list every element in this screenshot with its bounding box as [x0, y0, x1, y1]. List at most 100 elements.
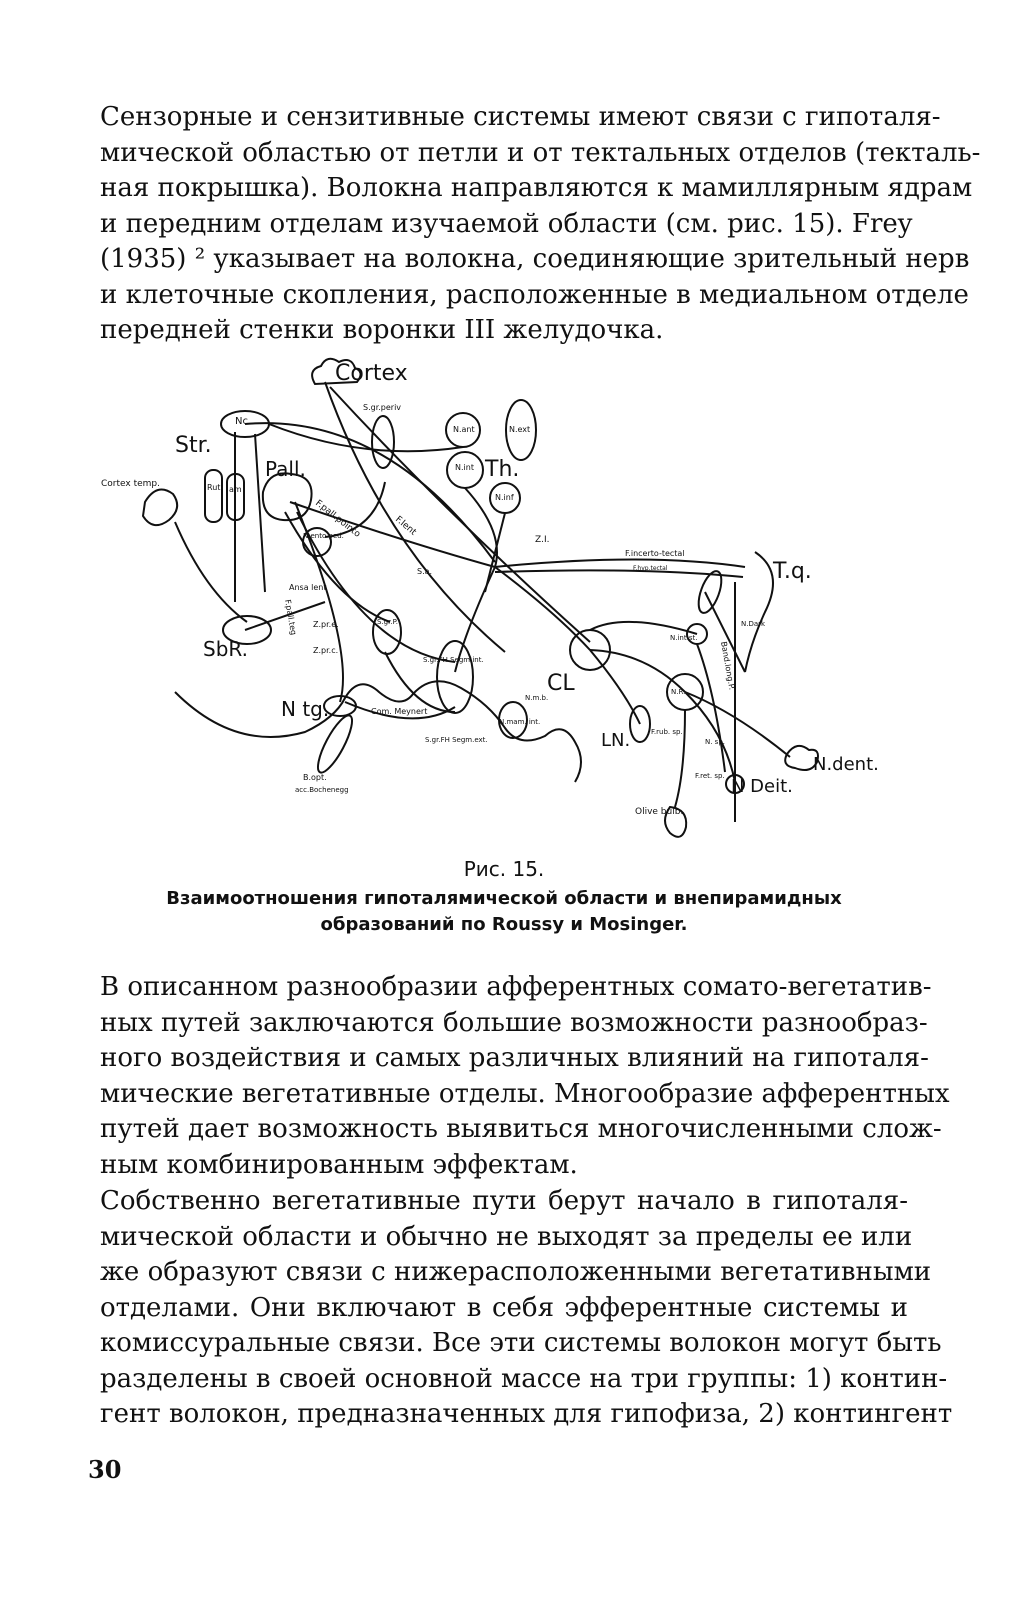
text-line: путей дает возможность выявиться многочи… [100, 1114, 942, 1144]
text-line: Собственно вегетативные пути берут начал… [100, 1186, 908, 1216]
pathway-line [484, 512, 506, 593]
tq-bracket [744, 551, 774, 673]
cortex-temp-shape [141, 488, 179, 527]
label-tq: T.q. [772, 559, 812, 584]
pathway-line [464, 487, 498, 568]
text-line: же образуют связи с нижерасположенными в… [100, 1257, 932, 1287]
pathway-line [684, 691, 736, 783]
pathway-line [244, 601, 326, 631]
label-am: am [229, 485, 242, 494]
tq-oval-shape [697, 570, 723, 614]
label-f-ret-sp: F.ret. sp. [695, 772, 725, 780]
pathway-line [296, 511, 456, 663]
label-th: Th. [484, 457, 519, 482]
text-line: ным комбинированным эффектам. [100, 1149, 578, 1180]
figure-caption-title: Рис. 15. [463, 857, 545, 881]
text-line: разделены в своей основной массе на три … [100, 1363, 948, 1394]
pathway-line [589, 620, 698, 635]
label-f-hyp-tectal: F.hyp.tectal [633, 565, 668, 572]
pall-shape [261, 472, 313, 522]
text-line: и клеточные скопления, расположенные в м… [100, 279, 969, 310]
text-line: мической области и обычно не выходят за … [100, 1221, 913, 1252]
paragraph-3: Собственно вегетативные пути берут начал… [100, 1184, 953, 1433]
label-sgr-periv: S.gr.periv [363, 403, 401, 412]
text-line: В описанном разнообразии афферентных сом… [100, 972, 932, 1002]
text-line: комиссуральные связи. Все эти системы во… [100, 1328, 942, 1358]
brain-pathways-diagram: Cortex Str. Cortex temp. Rut am Pall. Nc… [101, 357, 879, 838]
ln-shape [629, 705, 651, 743]
text-line: гент волокон, предназначенных для гипофи… [100, 1399, 953, 1429]
sbr-shape [222, 615, 272, 645]
label-ln: LN. [601, 730, 630, 751]
next-shape [505, 399, 537, 461]
label-str: Str. [175, 433, 212, 458]
pathway-line [268, 423, 464, 453]
label-n-darsk: N.Dark [741, 620, 766, 628]
label-sgr-fh: S.gr.FH Segm.int. [423, 656, 484, 664]
pathway-line [284, 511, 391, 623]
pathway-line [174, 521, 248, 623]
pathway-line [324, 481, 386, 538]
label-ansa-lent: Ansa lent [289, 583, 327, 592]
paragraph-2: В описанном разнообразии афферентных сом… [100, 970, 950, 1183]
pathway-line [454, 566, 496, 673]
label-n-deit: N Deit. [731, 776, 793, 797]
n-dent-shape [784, 744, 819, 771]
text-line: мической областью от петли и от тектальн… [100, 137, 981, 168]
label-ntg: N tg. [281, 697, 329, 721]
label-nint: N.int [455, 463, 474, 472]
label-cortex-temp: Cortex temp. [101, 479, 160, 489]
text-line: мические вегетативные отделы. Многообраз… [100, 1078, 950, 1109]
label-com-meynert: Com. Meynert [371, 707, 427, 716]
label-zi: Z.I. [535, 535, 550, 545]
label-zpr-e: Z.pr.e. [313, 620, 339, 629]
label-nant: N.ant [453, 425, 475, 434]
b-opt-shape [317, 714, 353, 774]
label-next: N.ext [509, 425, 530, 434]
figure-diagram: Cortex Str. Cortex temp. Rut am Pall. Nc… [85, 352, 895, 852]
text-line: ных путей заключаются большие возможност… [100, 1007, 928, 1038]
pathway-line [684, 691, 791, 758]
label-fr-ret-sp: F.rub. sp. [651, 728, 683, 736]
text-line: (1935) ² указывает на волокна, соединяющ… [100, 244, 970, 274]
label-rut: Rut [207, 483, 220, 492]
text-line: ного воздействия и самых различных влиян… [100, 1043, 929, 1073]
pathway-line [494, 566, 591, 651]
label-cortex: Cortex [335, 361, 408, 386]
sgr-periv-shape [371, 415, 395, 469]
label-nc: Nc [235, 416, 248, 427]
label-acc-bochenegg: acc.Bochenegg [295, 786, 349, 794]
text-line: и передним отделам изучаемой области (см… [100, 208, 913, 239]
text-line: Сензорные и сензитивные системы имеют св… [100, 102, 941, 132]
figure-caption: Взаимоотношения гипоталямической области… [100, 886, 908, 938]
pathway-line [244, 422, 496, 563]
cortex-shape [311, 357, 362, 386]
sgr-fh-shape [436, 640, 474, 714]
label-ninf: N.inf [495, 493, 514, 502]
label-sgrp: S.gr.P. [377, 618, 398, 626]
pathway-line [589, 649, 641, 725]
label-sbr: SbR. [203, 637, 248, 661]
paragraph-1: Сензорные и сензитивные системы имеют св… [100, 100, 981, 349]
label-n-mam-int: N.mam. int. [499, 718, 540, 726]
brain-outline [174, 680, 582, 783]
label-sa: S.a. [417, 567, 432, 576]
pathway-line [289, 501, 496, 568]
text-line: передней стенки воронки III желудочка. [100, 315, 664, 345]
label-f-pall-teg: F.pall.teg [283, 599, 298, 636]
pathway-line [674, 709, 686, 808]
label-f-lent: F.lent [393, 515, 418, 538]
pathway-line [344, 701, 456, 720]
label-cl: CL [547, 671, 575, 696]
pathway-line [254, 433, 266, 593]
label-b-opt: B.opt. [303, 773, 327, 782]
figure-caption-line-2: образований по Roussy и Mosinger. [320, 914, 688, 935]
label-nr: N.R. [671, 688, 685, 696]
label-f-incerto-tectal: F.incerto-tectal [625, 549, 685, 558]
label-n-ento-ped: N.ento ped. [303, 532, 344, 540]
pathway-line [294, 501, 344, 703]
olive-bulb-shape [664, 805, 688, 838]
pathway-line [494, 558, 746, 568]
label-zpr-c: Z.pr.c. [313, 646, 338, 655]
